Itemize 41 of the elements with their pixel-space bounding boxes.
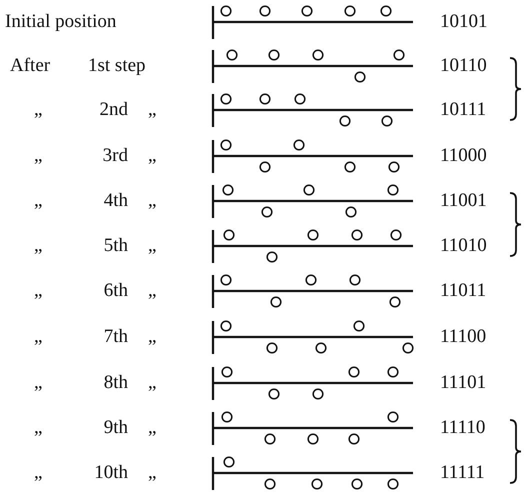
ditto-mark: „ <box>34 98 42 122</box>
ditto-mark: „ <box>34 144 42 168</box>
step-label: 8th <box>104 371 128 395</box>
ditto-mark: „ <box>34 234 42 258</box>
ditto-mark: „ <box>148 371 156 395</box>
step-label: 2nd <box>100 98 128 122</box>
binary-number: 11000 <box>440 144 487 168</box>
binary-number: 10111 <box>440 98 486 122</box>
step-label: 6th <box>104 279 128 303</box>
ditto-mark: „ <box>148 279 156 303</box>
ditto-mark: „ <box>148 144 156 168</box>
binary-number: 10101 <box>440 10 488 34</box>
step-label: 9th <box>104 416 128 440</box>
binary-number: 10110 <box>440 54 487 78</box>
ditto-mark: „ <box>34 325 42 349</box>
ditto-mark: „ <box>34 461 42 485</box>
binary-number: 11100 <box>440 325 486 349</box>
ditto-mark: „ <box>148 189 156 213</box>
step-label: 1st step <box>88 54 146 78</box>
ditto-mark: „ <box>34 279 42 303</box>
row-label: After <box>10 54 50 78</box>
ditto-mark: „ <box>34 189 42 213</box>
step-label: 7th <box>104 325 128 349</box>
ditto-mark: „ <box>148 416 156 440</box>
step-label: 5th <box>104 234 128 258</box>
binary-number: 11011 <box>440 279 486 303</box>
binary-number: 11001 <box>440 189 487 213</box>
ditto-mark: „ <box>34 416 42 440</box>
binary-number: 11101 <box>440 371 486 395</box>
binary-number: 11010 <box>440 234 487 258</box>
ditto-mark: „ <box>148 461 156 485</box>
ditto-mark: „ <box>148 98 156 122</box>
binary-number: 11111 <box>440 461 485 485</box>
ditto-mark: „ <box>148 234 156 258</box>
ditto-mark: „ <box>148 325 156 349</box>
ditto-mark: „ <box>34 371 42 395</box>
binary-number: 11110 <box>440 416 486 440</box>
row-label: Initial position <box>5 10 116 34</box>
step-label: 10th <box>94 461 128 485</box>
step-label: 3rd <box>102 144 128 168</box>
step-label: 4th <box>104 189 128 213</box>
